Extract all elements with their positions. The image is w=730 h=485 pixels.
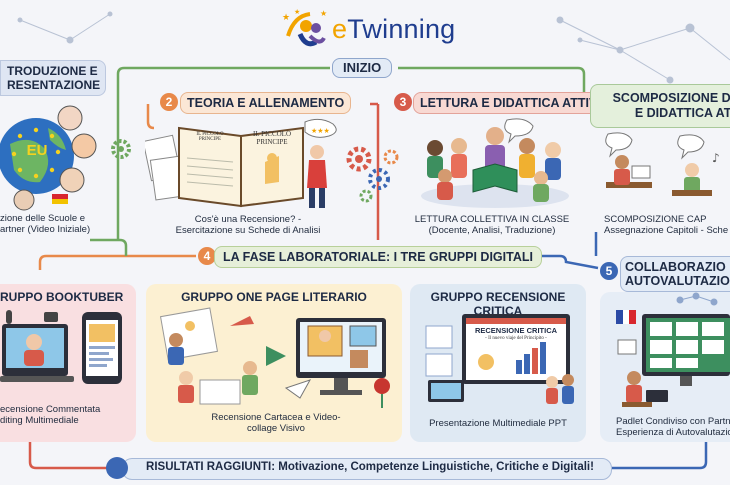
theory-title: TEORIA E ALLENAMENTO — [180, 92, 352, 114]
etwinning-stars-icon: ★ ★ ★ — [282, 8, 327, 47]
connector-results-left — [28, 440, 120, 470]
gear-icon — [346, 146, 372, 172]
book-left-title: IL PICCOLO PRINCIPE — [196, 132, 224, 142]
connector-start-decomp — [398, 66, 586, 100]
critica-screen-title: RECENSIONE CRITICA — [474, 326, 558, 335]
gear-icon — [368, 168, 390, 190]
theory-caption: Cos'è una Recensione? - Esercitazione su… — [175, 214, 321, 236]
lab-title: LA FASE LABORATORIALE: I TRE GRUPPI DIGI… — [214, 246, 542, 268]
collab-caption: Padlet Condiviso con Partn Esperienza di… — [616, 416, 730, 438]
critica-illustration — [425, 314, 574, 404]
connector-theory — [146, 104, 155, 130]
onepage-title: GRUPPO ONE PAGE LITERARIO — [181, 290, 367, 304]
results-text: RISULTATI RAGGIUNTI: Motivazione, Compet… — [146, 461, 594, 473]
etwinning-logo: ★ ★ ★ eTwinning — [280, 6, 480, 50]
reading-title: LETTURA E DIDATTICA ATTIVA — [413, 92, 613, 114]
bar-graphic — [516, 342, 546, 374]
book-right-title: IL PICCOLO PRINCIPE — [252, 130, 292, 146]
step-number-5: 5 — [600, 262, 618, 280]
network-decoration — [17, 11, 730, 84]
arrow-icon — [266, 346, 286, 366]
decomposition-caption: SCOMPOSIZIONE CAP Assegnazione Capitoli … — [604, 214, 729, 236]
laptop-icon — [646, 390, 668, 402]
connector-lab-left — [38, 254, 196, 270]
onepage-caption: Recensione Cartacea e Video- collage Vis… — [211, 412, 341, 434]
booktuber-title: RUPPO BOOKTUBER — [0, 290, 124, 304]
step-number-3: 3 — [394, 93, 412, 111]
collab-title: COLLABORAZIO AUTOVALUTAZION — [620, 256, 730, 292]
booktuber-illustration — [0, 310, 122, 384]
svg-text:★: ★ — [282, 13, 290, 23]
gear-icon — [383, 149, 399, 165]
critica-screen-subtitle: - Il nuevo viaje del Principito - — [485, 336, 547, 341]
green-book-icon — [472, 163, 518, 193]
partner-avatar-icon — [13, 189, 35, 211]
partner-avatar-icon — [59, 167, 85, 193]
slide-card — [425, 325, 453, 349]
intro-globe-illustration — [0, 105, 97, 211]
step-number-4: 4 — [198, 247, 216, 265]
class-reading-illustration — [421, 118, 569, 208]
logo-wordmark-rest: Twinning — [347, 14, 456, 44]
intro-caption: zione delle Scuole e artner (Video Inizi… — [0, 213, 91, 235]
sticky-note-icon — [617, 339, 637, 355]
partner-avatar-icon — [57, 105, 83, 131]
svg-text:★: ★ — [320, 9, 327, 18]
collab-illustration — [616, 292, 730, 407]
speech-bubble-icon — [504, 118, 534, 144]
partner-avatar-icon — [71, 133, 97, 159]
critica-caption: Presentazione Multimediale PPT — [429, 418, 567, 429]
gear-icon — [359, 189, 373, 203]
connector-results-right — [612, 440, 708, 470]
onepage-illustration — [159, 307, 390, 408]
connector-intro-start — [116, 66, 330, 240]
svg-text:★: ★ — [294, 8, 300, 16]
decomposition-title: SCOMPOSIZIONE DE E DIDATTICA ATT — [590, 84, 730, 128]
connector-lab-right — [510, 254, 599, 270]
results-bullet-icon — [106, 457, 128, 479]
svg-text:♪: ♪ — [712, 151, 720, 165]
scissors-icon — [230, 316, 254, 326]
teacher-figure — [310, 145, 324, 159]
speech-bubble-icon — [605, 132, 633, 158]
reading-caption: LETTURA COLLETTIVA IN CLASSE (Docente, A… — [414, 214, 570, 236]
camera-icon — [44, 312, 58, 322]
step-number-2: 2 — [160, 93, 178, 111]
start-label: INIZIO — [332, 58, 393, 78]
etwinning-wordmark: eTwinning — [332, 14, 455, 45]
microphone-icon — [6, 310, 12, 324]
logo-e-letter: e — [332, 14, 348, 44]
slide-card — [425, 353, 453, 377]
speech-bubble-icon — [677, 134, 705, 160]
decomposition-illustration: ♪ — [605, 132, 720, 196]
rose-icon — [374, 378, 390, 394]
svg-text:★★★: ★★★ — [311, 127, 330, 135]
thought-bubble-icon — [304, 118, 337, 138]
paper-plane-icon — [284, 379, 312, 399]
gear-icon — [111, 139, 131, 159]
eu-badge: EU — [26, 142, 48, 159]
booktuber-caption: ecensione Commentata diting Multimediale — [0, 404, 101, 426]
intro-title: TRODUZIONE E RESENTAZIONE — [0, 60, 106, 96]
open-book-illustration: ★★★ — [145, 118, 337, 208]
